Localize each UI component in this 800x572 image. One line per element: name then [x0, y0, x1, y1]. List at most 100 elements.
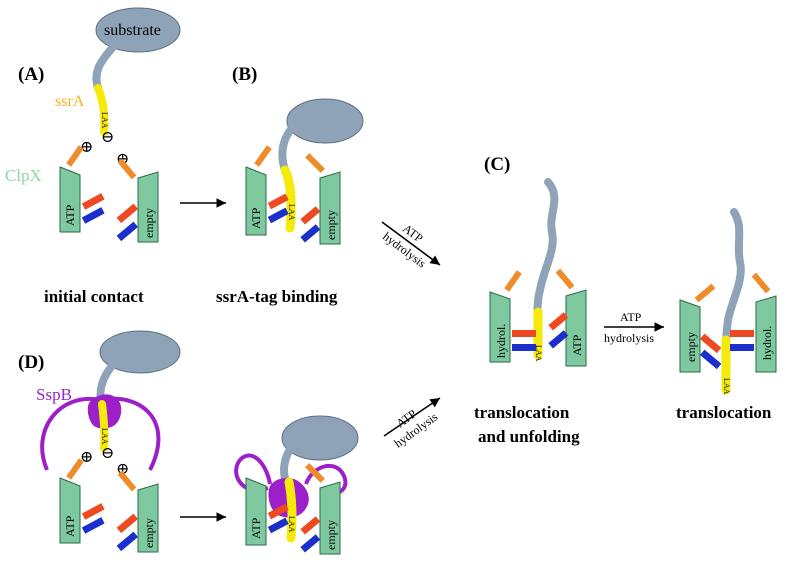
blue-loop-left-b	[267, 207, 289, 224]
laa-label: LAA	[100, 112, 109, 129]
ssra-tag-b	[280, 165, 296, 233]
substrate-label: substrate	[104, 22, 161, 39]
red-loop-left-final	[700, 333, 722, 354]
orange-loop-left-b	[254, 145, 272, 167]
laa-label-d2: LAA	[287, 516, 296, 533]
panel-a: (A) substrate ssrA LAA ⊖ ⊕ ⊕ ClpX ATP em…	[5, 7, 181, 306]
laa-label-d: LAA	[100, 428, 109, 445]
caption-translocation: translocation	[676, 403, 772, 422]
panel-b: (B) LAA ATP empty ssrA-tag binding	[216, 64, 364, 306]
blue-loop-right-d	[116, 531, 138, 552]
red-loop-left	[81, 193, 105, 210]
blue-loop-right-c	[548, 330, 569, 349]
panel-d2: LAA ATP empty	[234, 415, 359, 555]
minus-charge: ⊖	[101, 129, 114, 146]
red-loop-left-d2	[267, 503, 289, 520]
red-loop-left-d	[81, 503, 105, 520]
subunit-left	[59, 166, 81, 233]
arrow-line-b-c	[381, 221, 441, 266]
blue-loop-left-final	[700, 349, 722, 370]
laa-label-final: LAA	[722, 378, 731, 395]
subunit-empty-label: empty	[142, 208, 156, 238]
red-loop-right-b	[300, 206, 321, 225]
red-loop-right-c	[548, 312, 569, 331]
orange-loop-right-d2	[305, 463, 325, 483]
subunit-atp-label-c: ATP	[570, 334, 584, 356]
subunit-hydrol-label-final: hydrol.	[760, 326, 774, 360]
subunit-right	[137, 171, 159, 243]
red-loop-right-d2	[300, 516, 321, 535]
red-loop-left-b	[267, 193, 289, 210]
plus-charge-left: ⊕	[80, 139, 93, 156]
blue-loop-right-d2	[300, 534, 321, 553]
subunit-atp-label-d: ATP	[63, 515, 77, 537]
blue-loop-right-b	[300, 224, 321, 243]
clpx-label: ClpX	[5, 166, 42, 185]
subunit-left-final	[679, 299, 701, 373]
laa-label-b: LAA	[287, 204, 296, 221]
subunit-empty-label-b: empty	[324, 210, 338, 240]
panel-c: (C) LAA hydrol. ATP translocation and un…	[474, 154, 587, 446]
substrate-linker	[92, 43, 117, 92]
subunit-right-d	[137, 483, 159, 553]
subunit-right-b	[319, 171, 341, 245]
minus-charge-d: ⊖	[101, 445, 114, 462]
panel-b-label: (B)	[232, 64, 257, 85]
panel-c-label: (C)	[484, 154, 510, 175]
subunit-left-d2	[245, 477, 267, 546]
subunit-empty-label-final: empty	[684, 332, 698, 362]
subunit-empty-label-d2: empty	[324, 520, 338, 550]
caption-initial-contact: initial contact	[44, 287, 144, 306]
blue-loop-left-d2	[267, 517, 289, 534]
orange-loop-right-b	[305, 153, 325, 173]
subunit-atp-label: ATP	[63, 204, 77, 226]
arrow-c-d-hydrolysis: hydrolysis	[604, 331, 654, 345]
ssra-tag-d2	[284, 477, 297, 543]
subunit-left-d	[59, 477, 81, 544]
orange-loop-right-d	[117, 470, 137, 492]
subunit-hydrol-label-c: hydrol.	[494, 324, 508, 358]
red-loop-left-c	[512, 330, 536, 337]
panel-d-label: (D)	[18, 352, 44, 373]
panel-final: LAA empty hydrol. translocation	[676, 208, 777, 422]
blue-loop-right-final	[730, 344, 754, 351]
unfolding-chain-final	[722, 208, 745, 354]
subunit-right-final	[755, 295, 777, 373]
panel-a-label: (A)	[18, 64, 44, 85]
unfolding-chain-c	[533, 178, 559, 334]
orange-loop-left-c	[504, 270, 522, 292]
caption-translocation-unfolding-2: and unfolding	[478, 427, 580, 446]
ssra-tag	[94, 84, 109, 136]
subunit-empty-label-d: empty	[142, 518, 156, 548]
subunit-atp-label-b: ATP	[249, 207, 263, 229]
orange-loop-left-d	[66, 458, 84, 480]
orange-loop-right-final	[751, 272, 771, 294]
arrow-d2-to-c: ATP hydrolysis	[383, 397, 441, 450]
substrate-linker-d2	[280, 442, 296, 486]
arrow-c-d-atp: ATP	[620, 310, 642, 324]
substrate-blob-d	[99, 330, 181, 374]
arrow-c-to-d: ATP hydrolysis	[604, 310, 664, 345]
arrow-b-to-c: ATP hydrolysis	[380, 221, 441, 271]
blue-loop-left-d	[81, 517, 105, 534]
panel-d: (D) SspB LAA ⊖ ⊕ ⊕ ATP empty	[18, 330, 181, 553]
caption-translocation-unfolding-1: translocation	[474, 403, 570, 422]
orange-loop-left-final	[694, 283, 716, 303]
subunit-right-d2	[319, 481, 341, 555]
arrow-line-d2-c	[383, 397, 441, 437]
subunit-right-c	[565, 289, 587, 367]
substrate-blob-b	[286, 98, 364, 144]
substrate-blob-d2	[281, 415, 359, 461]
substrate-blob	[95, 7, 181, 53]
orange-loop-right	[117, 158, 137, 180]
subunit-left-c	[489, 291, 511, 363]
red-loop-right-final	[730, 330, 754, 337]
blue-loop-right	[116, 221, 138, 242]
laa-label-c: LAA	[534, 345, 543, 362]
blue-loop-left-c	[512, 344, 536, 351]
subunit-left-b	[245, 166, 267, 236]
ssra-tag-d	[98, 400, 109, 452]
red-loop-right	[116, 203, 138, 224]
